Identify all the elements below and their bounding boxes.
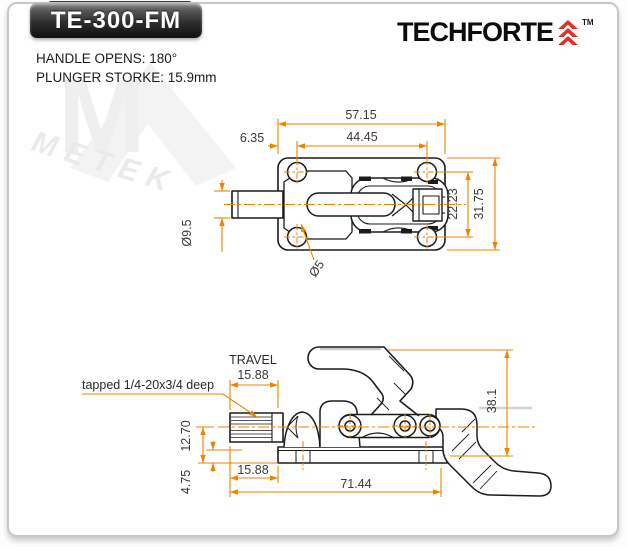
- dim-rod-offset: 15.88: [237, 463, 268, 477]
- model-badge: TE-300-FM: [30, 1, 202, 38]
- dim-hole-spacing: 44.45: [346, 130, 377, 144]
- dim-edge-offset: 6.35: [240, 131, 264, 145]
- label-tapped: tapped 1/4-20x3/4 deep: [82, 378, 214, 392]
- top-view-centerlines: [224, 159, 466, 250]
- side-view-dimensions: [82, 349, 513, 497]
- handle-hatch-marks: [376, 355, 407, 411]
- spec-plunger-stroke: PLUNGER STORKE: 15.9mm: [36, 70, 217, 85]
- spec-handle-opens: HANDLE OPENS: 180°: [36, 51, 178, 66]
- dim-overall-length: 71.44: [340, 477, 371, 491]
- dim-height: 38.1: [485, 389, 499, 413]
- dim-plunger-diameter: Ø9.5: [180, 219, 194, 246]
- dim-base-thickness: 4.75: [179, 470, 193, 494]
- brand-logo: TECHFORTE TM: [397, 17, 594, 49]
- model-number: TE-300-FM: [50, 6, 182, 34]
- brand-name: TECHFORTE: [397, 17, 554, 47]
- dim-hole-spacing-v: 22.23: [446, 188, 460, 219]
- handle: [307, 346, 420, 417]
- dim-overall-height: 31.75: [472, 188, 486, 219]
- dim-overall-width: 57.15: [345, 108, 376, 122]
- side-view-centerlines: [218, 413, 536, 470]
- spring-clips: [359, 176, 438, 234]
- top-view-dimension-text: 57.15 44.45 6.35 Ø9.5 22.23 31.75 Ø5: [180, 108, 486, 280]
- top-view-drawing: [231, 157, 449, 251]
- dim-travel: 15.88: [237, 368, 268, 382]
- side-view-dimension-text: TRAVEL 15.88 tapped 1/4-20x3/4 deep 38.1…: [82, 353, 499, 494]
- watermark-initial: M: [58, 58, 145, 175]
- spec-lines: HANDLE OPENS: 180° PLUNGER STORKE: 15.9m…: [36, 49, 217, 87]
- dim-hole-diameter: Ø5: [306, 258, 327, 280]
- brand-chevrons-icon: [558, 20, 578, 45]
- dim-center-height: 12.70: [179, 420, 193, 451]
- trademark-symbol: TM: [582, 18, 594, 27]
- top-view-dimensions: [214, 119, 500, 261]
- hold-down-bracket: [435, 408, 552, 497]
- threaded-plunger-rod: [229, 412, 284, 443]
- label-travel: TRAVEL: [229, 353, 277, 367]
